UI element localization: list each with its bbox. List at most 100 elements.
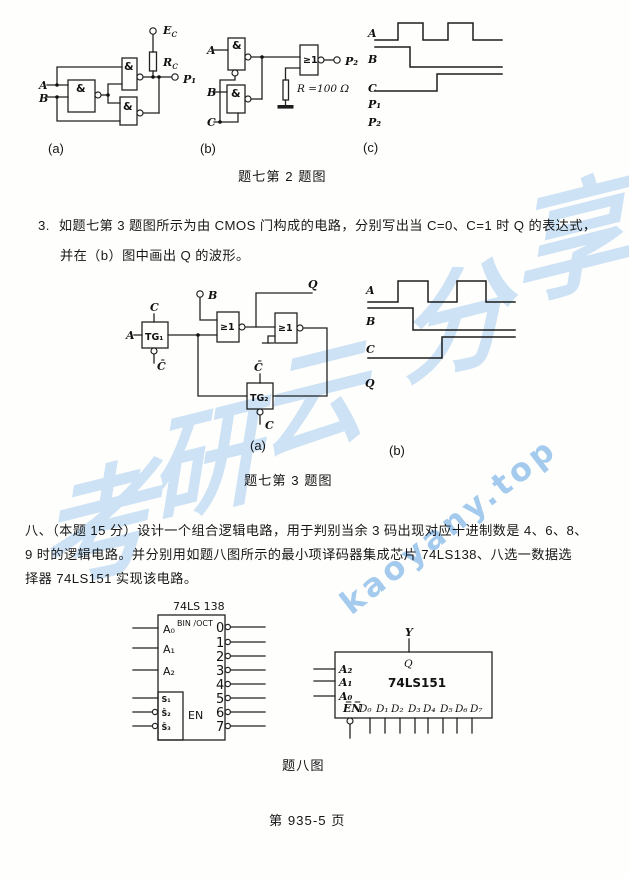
s1-label: S₁ — [162, 695, 172, 704]
s2-label: S̄₂ — [162, 708, 172, 718]
input-b-label: B — [38, 92, 48, 105]
output-bubble — [224, 623, 232, 631]
s3-inverted-bubble — [151, 722, 159, 730]
question-3-number: 3. — [38, 218, 50, 233]
output-bubble — [224, 708, 232, 716]
en-label: EN — [188, 709, 203, 722]
subfigure-b-label: (b) — [389, 443, 405, 458]
figure-7-2-caption: 题七第 2 题图 — [238, 169, 327, 184]
input-a-label: A — [125, 329, 135, 342]
wave-row-label: P₁ — [367, 98, 381, 111]
input-b-label: B — [206, 86, 216, 99]
a2-label: A₂ — [338, 663, 353, 676]
subfigure-b-label: (b) — [200, 141, 216, 156]
chip-74ls151: Y Q 74LS151 A₂ A₁ A₀ E̅N̅ D₀ D₁ D₂ D₃ D₄… — [313, 626, 493, 739]
d3-label: D₃ — [407, 703, 421, 715]
input-a-label: A — [206, 44, 216, 57]
a0-label: A₀ — [338, 690, 353, 703]
chip-body — [132, 614, 266, 741]
figure-7-3-caption: 题七第 3 题图 — [244, 473, 333, 488]
junction-dot — [151, 75, 155, 79]
question-8-line3: 择器 74LS151 实现该电路。 — [25, 571, 198, 586]
wave-row-label: P₂ — [367, 116, 381, 129]
ec-terminal — [149, 27, 157, 35]
question-3-line2: 并在（b）图中画出 Q 的波形。 — [60, 248, 250, 263]
d6-label: D₆ — [454, 703, 468, 715]
or-gate-symbol: ≥1 — [303, 55, 318, 66]
tg2-c-bubble — [256, 408, 264, 416]
tg1-cbar-bubble — [150, 347, 158, 355]
subfigure-c-label: (c) — [363, 140, 379, 155]
a2-label: A₂ — [163, 665, 175, 678]
nor1-output-bubble — [238, 323, 246, 331]
a0-label: A₀ — [163, 623, 176, 636]
waveform-b — [367, 307, 516, 331]
junction-dot — [55, 83, 59, 87]
chip138-title: 74LS 138 — [173, 600, 225, 613]
and-gate-symbol: & — [123, 100, 133, 113]
q-output-label: Q — [308, 278, 318, 291]
input-b-label: B — [207, 289, 217, 302]
waveform-b — [374, 46, 503, 68]
p2-label: P₂ — [344, 55, 358, 68]
a1-label: A₁ — [163, 643, 175, 656]
waveforms-q7-3b: A B C Q — [365, 280, 516, 390]
nor1-symbol: ≥1 — [220, 322, 235, 333]
tg2-label: TG₂ — [250, 393, 268, 404]
p1-label: P₁ — [182, 73, 196, 86]
wave-row-label: B — [367, 53, 377, 66]
nor2-output-bubble — [296, 324, 304, 332]
en-inverted-bubble — [346, 717, 354, 725]
wave-row-label: C — [368, 82, 377, 95]
tg2-cbar-label: C̄ — [254, 360, 263, 374]
nand-output-bubble — [244, 53, 252, 61]
watermark-char: 享 — [508, 155, 629, 326]
output-1: 1 — [216, 636, 224, 651]
output-6: 6 — [216, 706, 224, 721]
output-7: 7 — [216, 720, 224, 735]
wave-row-label: C — [366, 343, 375, 356]
wave-row-label: A — [365, 284, 375, 297]
ec-label: Ec — [162, 24, 177, 40]
d4-label: D₄ — [422, 703, 436, 715]
p1-terminal — [171, 73, 179, 81]
chip-74ls138: 74LS 138 BIN /OCT A₀ — [132, 600, 266, 741]
circuit-q7-2b: A B C & & ≥1 R =100 Ω P₂ — [206, 37, 358, 129]
and-gate-symbol: & — [231, 87, 241, 100]
junction-dot — [260, 55, 264, 59]
circuit-q7-2a: A B & & & Ec Rc P₁ — [38, 24, 196, 126]
tg1-label: TG₁ — [145, 332, 163, 343]
nand-output-bubble — [244, 95, 252, 103]
page-number: 第 935-5 页 — [269, 813, 346, 828]
tg1-cbar-label: C̄ — [157, 359, 166, 373]
waveform-c — [367, 336, 516, 359]
chip151-title: 74LS151 — [388, 676, 446, 690]
chip138-function-label: BIN /OCT — [177, 619, 213, 628]
question-3-line1: 3.如题七第 3 题图所示为由 CMOS 门构成的电路，分别写出当 C=0、C=… — [38, 218, 597, 233]
tg1-c-label: C — [150, 301, 159, 314]
nor-output-bubble — [317, 56, 325, 64]
rc-label: Rc — [162, 56, 178, 72]
junction-dot — [157, 75, 161, 79]
junction-dot — [218, 120, 222, 124]
d7-label: D₇ — [469, 703, 483, 715]
circuit-q7-3a: C A TG₁ C̄ B ≥1 ≥1 Q C̄ TG₂ C — [125, 278, 328, 432]
wires — [46, 33, 172, 126]
junction-dot — [196, 333, 200, 337]
output-bubble — [224, 694, 232, 702]
nand-output-bubble — [136, 73, 144, 81]
figure-8-caption: 题八图 — [282, 758, 325, 773]
waveform-c — [374, 73, 503, 92]
nand-inverted-input-bubble — [231, 69, 239, 77]
input-c-label: C — [207, 116, 216, 129]
wires — [133, 292, 328, 425]
chip-body — [313, 638, 493, 739]
wave-row-label: Q — [365, 377, 375, 390]
and-gate-symbol: & — [76, 82, 86, 95]
subfigure-a-label: (a) — [48, 141, 64, 156]
output-5: 5 — [216, 692, 224, 707]
p2-terminal — [333, 56, 341, 64]
output-4: 4 — [216, 678, 224, 693]
nor2-symbol: ≥1 — [278, 323, 293, 334]
